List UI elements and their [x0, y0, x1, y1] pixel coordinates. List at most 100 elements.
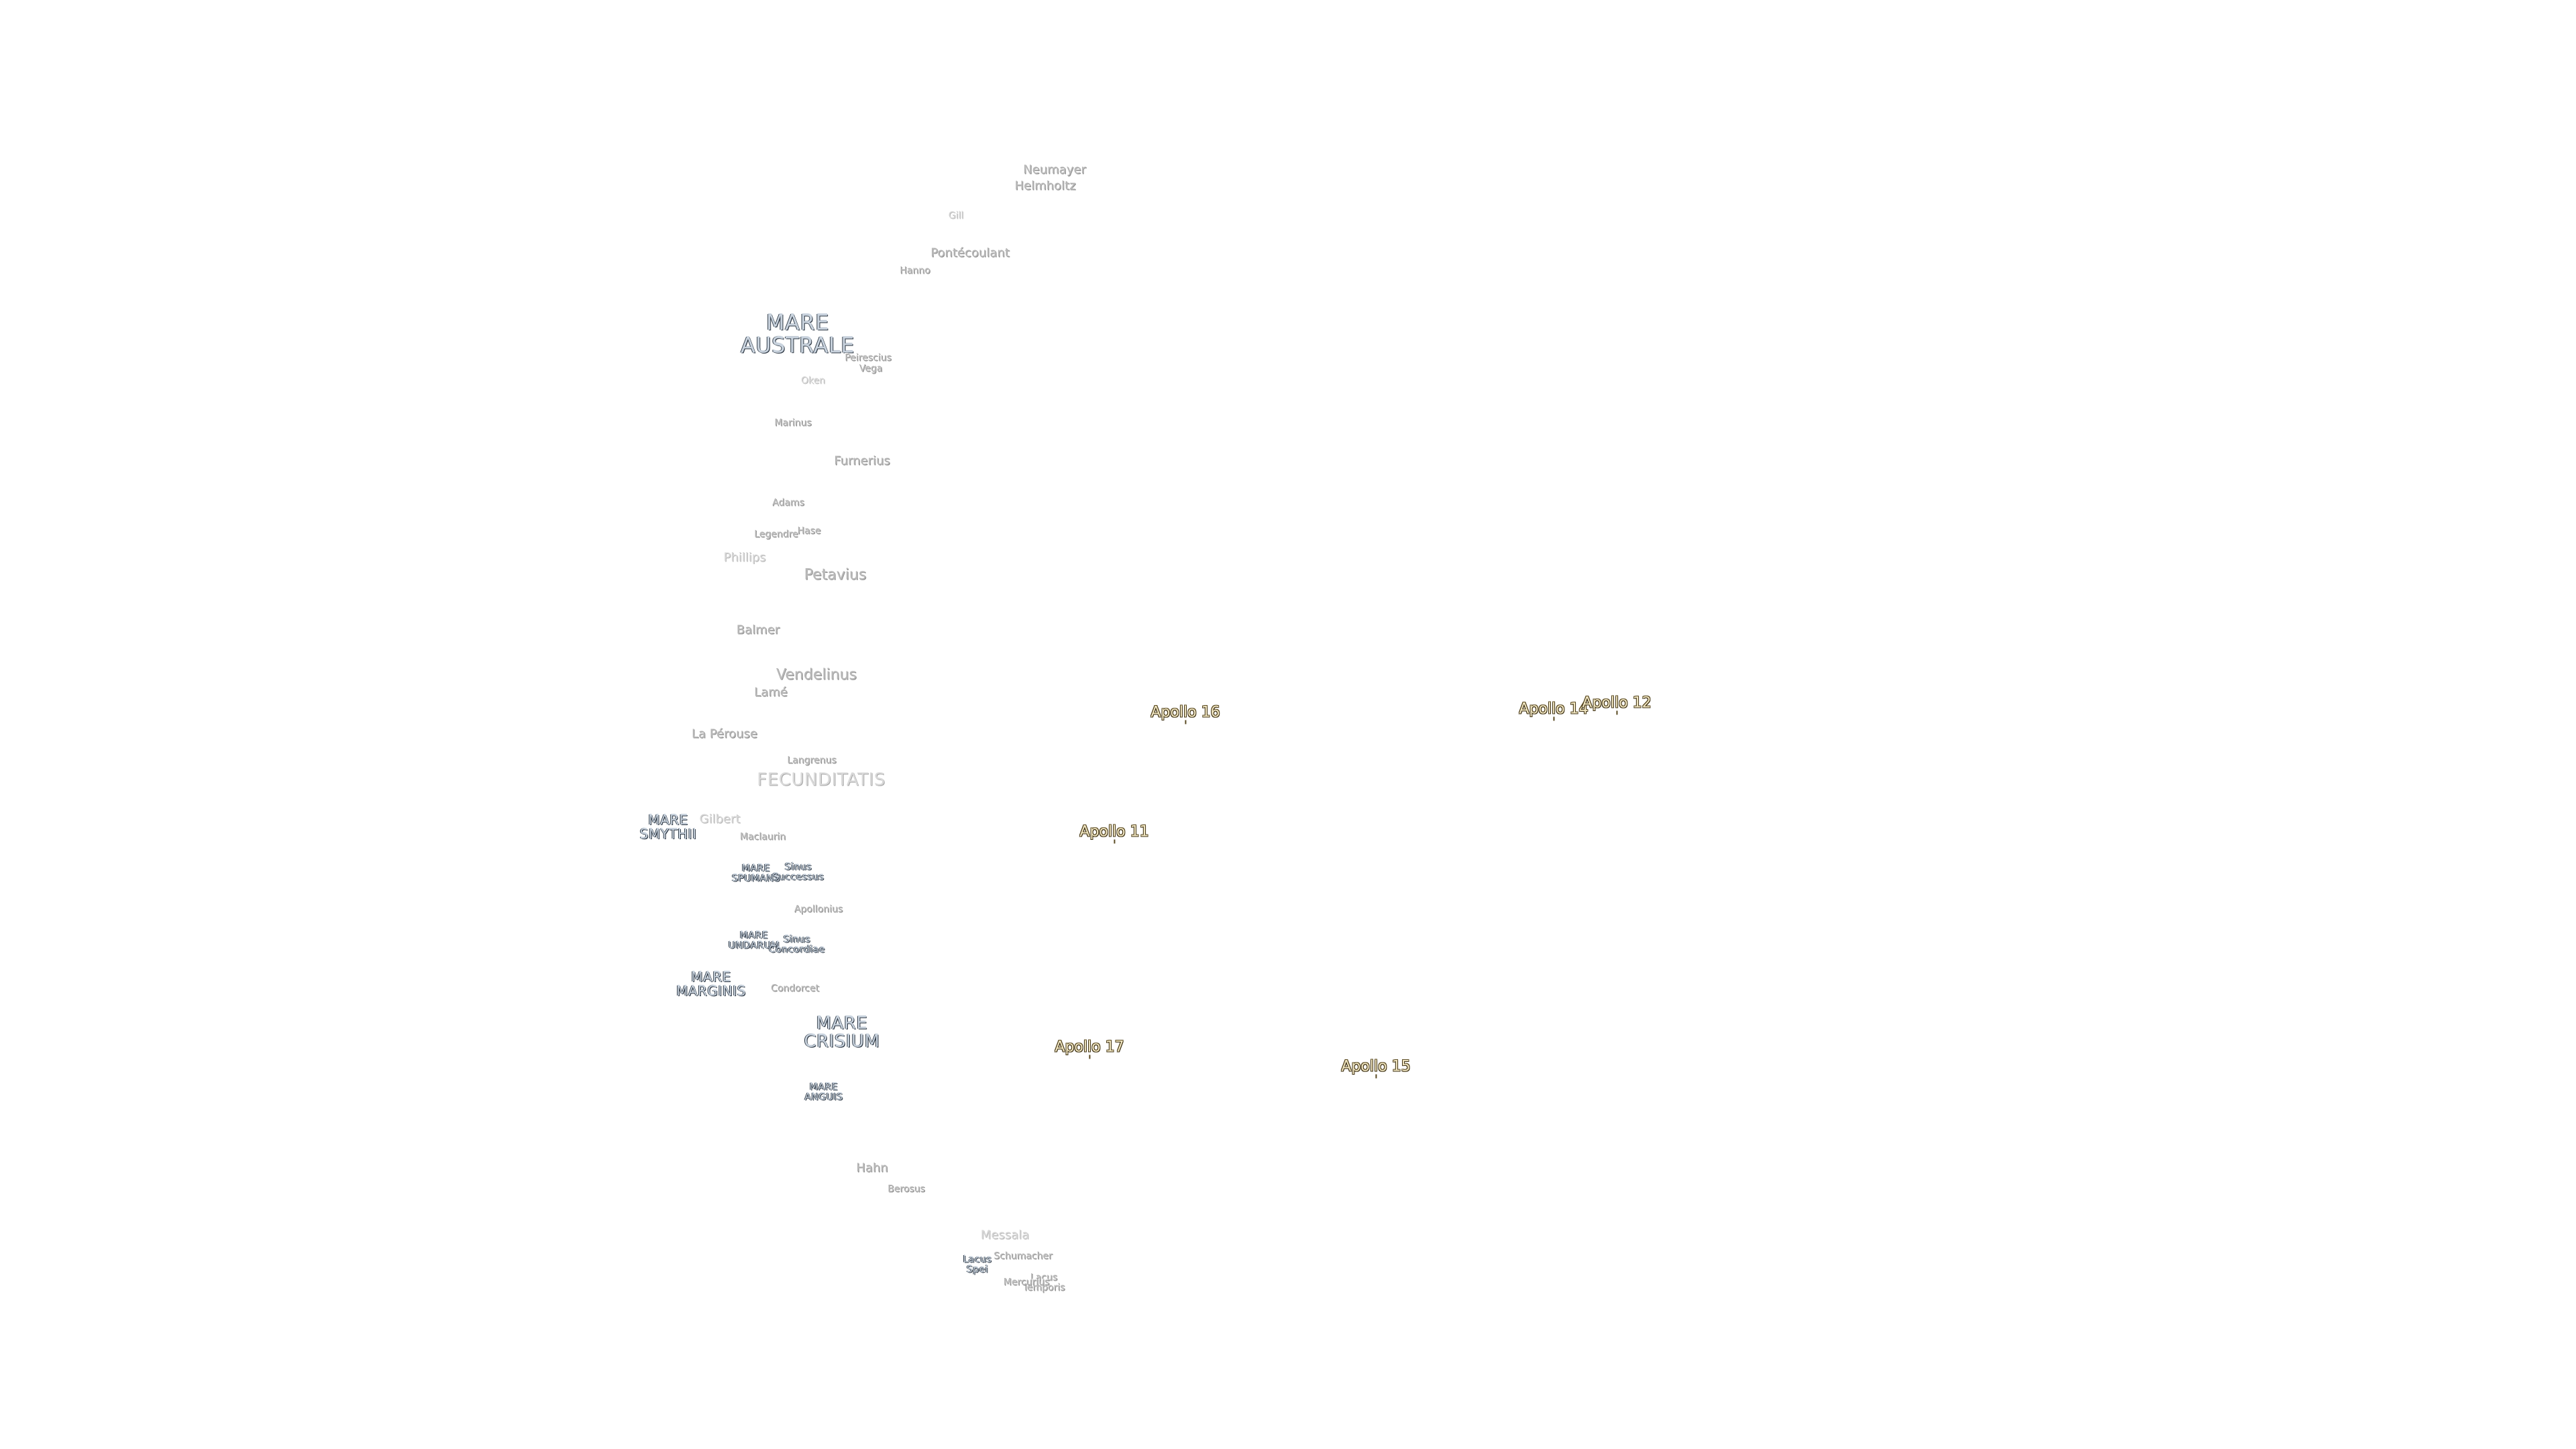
mare-label-text: MARE: [741, 863, 771, 874]
crater-label-peirescius[interactable]: Peirescius: [845, 352, 892, 364]
crater-label-text: Maclaurin: [739, 831, 786, 843]
apollo-label-apollo-11[interactable]: Apollo 11: [1079, 823, 1149, 844]
crater-label-la-perouse[interactable]: La Pérouse: [692, 727, 757, 741]
crater-label-text: Hahn: [856, 1161, 888, 1175]
mare-label-text: ANGUIS: [804, 1091, 843, 1102]
mare-label-text: Spei: [966, 1264, 989, 1275]
crater-label-text: Schumacher: [994, 1250, 1053, 1262]
apollo-label-apollo-16[interactable]: Apollo 16: [1150, 704, 1220, 724]
landing-site-marker-icon: [1185, 720, 1186, 724]
crater-label-gilbert[interactable]: Gilbert: [699, 812, 741, 826]
crater-label-text: Langrenus: [787, 755, 837, 766]
apollo-label-apollo-12[interactable]: Apollo 12: [1582, 694, 1652, 715]
crater-label-apollonius[interactable]: Apollonius: [794, 904, 843, 915]
mare-label-text: Sinus: [783, 934, 811, 945]
mare-label-text: Concordiae: [769, 944, 825, 955]
apollo-label-text: Apollo 12: [1582, 694, 1652, 712]
crater-label-lame[interactable]: Lamé: [754, 686, 788, 700]
crater-label-maclaurin[interactable]: Maclaurin: [739, 831, 786, 843]
crater-label-berosus[interactable]: Berosus: [888, 1183, 925, 1195]
mare-label-text: MARE: [816, 1013, 868, 1034]
crater-label-text: Balmer: [736, 623, 780, 637]
mare-label-text: SPUMANS: [731, 873, 781, 883]
crater-label-marinus[interactable]: Marinus: [774, 417, 812, 429]
crater-label-gill[interactable]: Gill: [949, 211, 964, 221]
mare-label-text: UNDARUM: [728, 940, 780, 951]
crater-label-pontecoulant[interactable]: Pontécoulant: [930, 247, 1010, 260]
crater-label-text: Mercurius: [1003, 1277, 1050, 1288]
crater-label-text: Berosus: [888, 1183, 925, 1195]
crater-label-oken[interactable]: Oken: [801, 376, 825, 386]
landing-site-marker-icon: [1114, 839, 1115, 844]
crater-label-balmer[interactable]: Balmer: [736, 623, 780, 637]
landing-site-marker-icon: [1553, 716, 1554, 721]
apollo-label-apollo-15[interactable]: Apollo 15: [1341, 1058, 1411, 1079]
crater-label-text: Gilbert: [699, 812, 741, 826]
mare-label-text: Lacus: [963, 1254, 992, 1265]
crater-label-helmholtz[interactable]: Helmholtz: [1014, 180, 1075, 193]
crater-label-mercurius[interactable]: Mercurius: [1003, 1277, 1050, 1288]
crater-label-text: Helmholtz: [1014, 178, 1076, 193]
crater-label-text: Neumayer: [1023, 162, 1086, 177]
crater-label-condorcet[interactable]: Condorcet: [771, 983, 819, 994]
crater-label-langrenus[interactable]: Langrenus: [787, 755, 837, 766]
crater-label-vega[interactable]: Vega: [859, 364, 883, 374]
crater-label-text: Messala: [980, 1228, 1030, 1242]
crater-label-text: La Pérouse: [692, 727, 757, 741]
apollo-label-text: Apollo 11: [1079, 823, 1149, 841]
apollo-label-text: Apollo 15: [1341, 1058, 1411, 1075]
apollo-label-text: Apollo 17: [1055, 1038, 1124, 1056]
mare-label-text: Successus: [772, 871, 824, 882]
crater-label-text: Furnerius: [834, 453, 890, 468]
crater-label-adams[interactable]: Adams: [772, 498, 804, 508]
apollo-label-apollo-17[interactable]: Apollo 17: [1055, 1038, 1124, 1059]
mare-label-text: AUSTRALE: [740, 332, 855, 358]
crater-label-text: Adams: [772, 497, 804, 508]
mare-label-text: CRISIUM: [804, 1032, 880, 1052]
apollo-label-apollo-14[interactable]: Apollo 14: [1519, 701, 1589, 721]
mare-label-text: MARE: [648, 812, 688, 828]
mare-label-fecunditatis[interactable]: FECUNDITATIS: [757, 771, 885, 790]
mare-label-text: MARE: [809, 1081, 839, 1093]
crater-label-phillips[interactable]: Phillips: [723, 551, 765, 565]
crater-label-petavius[interactable]: Petavius: [804, 567, 867, 582]
crater-label-hanno[interactable]: Hanno: [900, 266, 930, 276]
crater-label-text: Oken: [800, 375, 826, 386]
crater-label-text: Peirescius: [845, 352, 892, 364]
crater-label-furnerius[interactable]: Furnerius: [834, 455, 890, 468]
landing-site-marker-icon: [1375, 1074, 1377, 1079]
crater-label-vendelinus[interactable]: Vendelinus: [776, 667, 857, 682]
crater-label-text: Marinus: [774, 417, 812, 429]
mare-label-text: MARE: [766, 309, 829, 335]
crater-label-hase[interactable]: Hase: [797, 525, 821, 537]
crater-label-text: Petavius: [804, 566, 867, 584]
mare-label-text: MARE: [739, 930, 769, 941]
mare-label-text: MARGINIS: [676, 983, 746, 999]
crater-label-text: Apollonius: [794, 904, 843, 915]
crater-label-text: Lacus: [1030, 1272, 1058, 1283]
crater-label-legendre[interactable]: Legendre: [754, 529, 798, 540]
crater-label-schumacher[interactable]: Schumacher: [994, 1250, 1053, 1262]
crater-label-messala[interactable]: Messala: [980, 1228, 1030, 1242]
crater-label-text: Hase: [797, 525, 821, 537]
crater-label-neumayer[interactable]: Neumayer: [1023, 164, 1086, 177]
crater-label-text: Legendre: [754, 529, 798, 540]
mare-label-text: SMYTHII: [639, 826, 697, 842]
mare-label-text: Sinus: [784, 861, 812, 873]
landing-site-marker-icon: [1089, 1055, 1090, 1059]
crater-label-text: Vendelinus: [776, 666, 857, 684]
crater-label-hahn[interactable]: Hahn: [856, 1161, 888, 1175]
crater-label-text: Gill: [948, 210, 964, 221]
